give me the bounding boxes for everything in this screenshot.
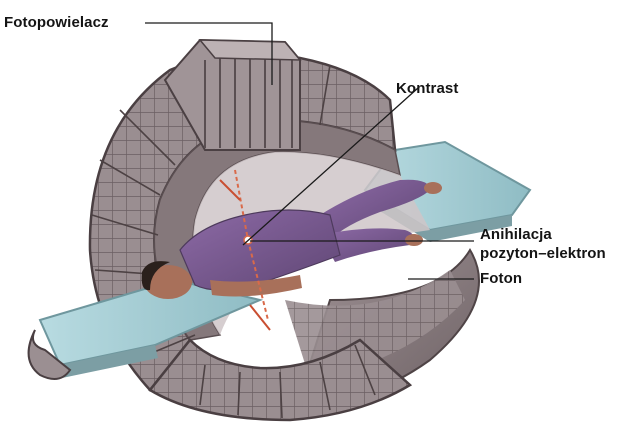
label-photomultiplier: Fotopowielacz	[4, 14, 109, 32]
label-annihilation-line1: Anihilacja	[480, 226, 552, 244]
label-contrast: Kontrast	[396, 80, 458, 98]
label-photon: Foton	[480, 270, 522, 288]
label-annihilation-line2: pozyton–elektron	[480, 245, 643, 263]
